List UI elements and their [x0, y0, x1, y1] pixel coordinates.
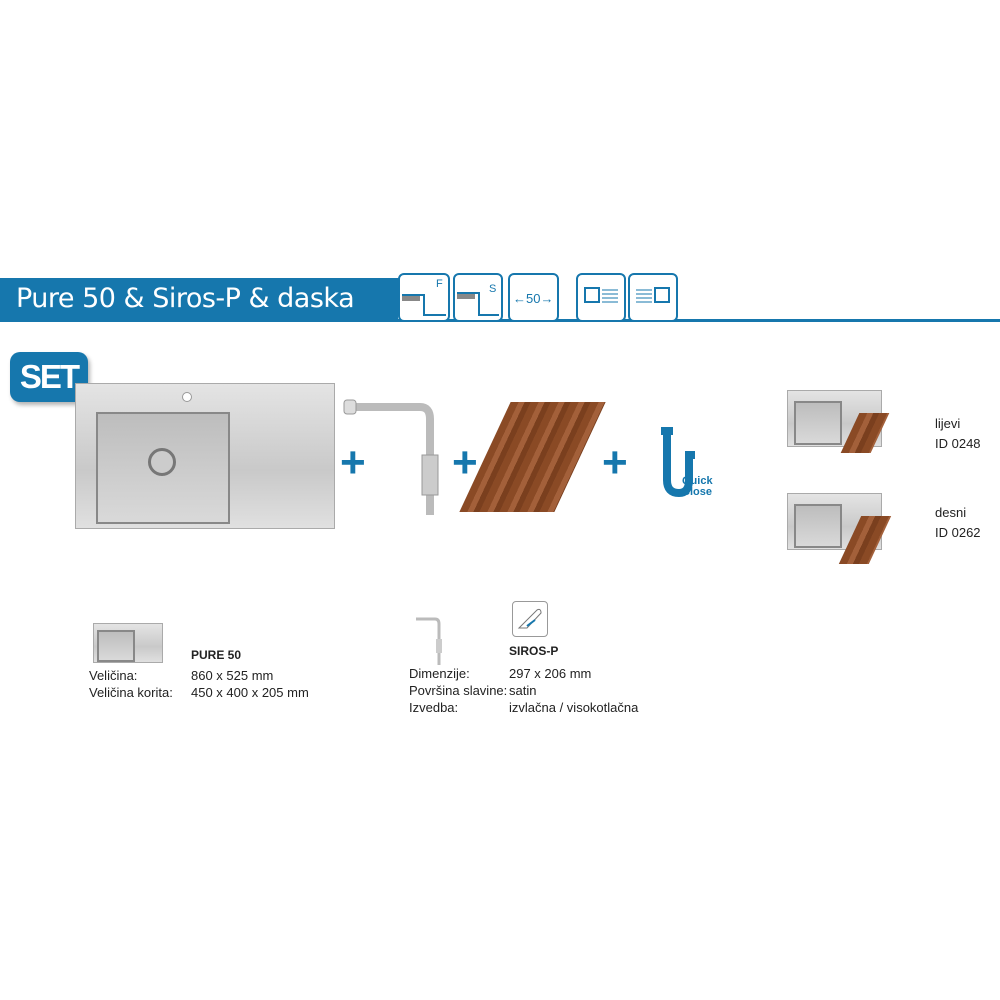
plus-icon: + [340, 438, 366, 487]
faucet-spec-value: izvlačna / visokotlačna [509, 700, 639, 715]
faucet-spec-name: SIROS-P [509, 644, 559, 658]
faucet-spec-value: 297 x 206 mm [509, 666, 592, 681]
sink-spec-value: 860 x 525 mm [191, 668, 274, 683]
page-title: Pure 50 & Siros-P & daska [16, 283, 355, 314]
bowl-right-icon [628, 273, 678, 322]
title-banner [0, 278, 398, 322]
sink-spec-label: Veličina: [89, 668, 138, 683]
faucet-spec-value: satin [509, 683, 537, 698]
cabinet-width-icon: ←50→ [508, 273, 559, 322]
variant-right-id: ID 0262 [935, 525, 981, 540]
variant-left-side: lijevi [935, 416, 961, 431]
plus-icon: + [452, 438, 478, 487]
sink-spec-label: Veličina korita: [89, 685, 173, 700]
siphon-icon [661, 427, 695, 498]
sink-spec-name: PURE 50 [191, 648, 242, 662]
faucet-spec-label: Dimenzije: [409, 666, 470, 681]
cutting-board-image [459, 402, 606, 512]
sink-thumbnail [93, 623, 163, 663]
sink-image [75, 383, 335, 529]
pull-out-spray-icon [512, 601, 548, 637]
sink-spec-value: 450 x 400 x 205 mm [191, 685, 309, 700]
faucet-spec-label: Površina slavine: [409, 683, 508, 698]
faucet-spec-label: Izvedba: [409, 700, 459, 715]
siphon-label: Quick Close [682, 476, 713, 498]
variant-right-image [787, 493, 892, 564]
variant-left-id: ID 0248 [935, 436, 981, 451]
variant-right-side: desni [935, 505, 967, 520]
flush-mount-icon: F [398, 273, 450, 322]
faucet-image [343, 399, 439, 515]
tap-hole [182, 392, 192, 402]
plus-icon: + [602, 438, 628, 487]
siphon-label-line1: Quick [682, 475, 713, 487]
standard-mount-icon: S [453, 273, 503, 322]
faucet-thumbnail [416, 617, 442, 665]
variant-left-image [787, 390, 890, 453]
bowl-left-icon [576, 273, 626, 322]
siphon-label-line2: Close [682, 486, 712, 498]
drain-icon [148, 448, 176, 476]
divider [398, 319, 1000, 322]
set-badge: SET [10, 352, 88, 402]
